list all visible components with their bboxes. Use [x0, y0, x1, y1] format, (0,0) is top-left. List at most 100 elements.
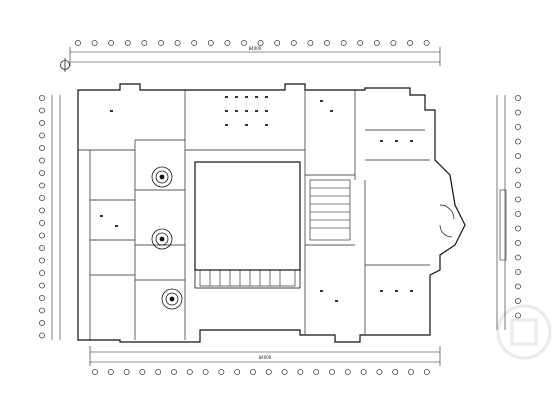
axis-bubble-right: [515, 254, 521, 261]
axis-bubble-right: [515, 109, 521, 116]
axis-bubble-left: [39, 132, 45, 139]
axis-bubble-right: [515, 138, 521, 145]
axis-bubble-right: [515, 283, 521, 290]
axis-bubble-top: [207, 40, 214, 46]
axis-bubble-right: [515, 182, 521, 188]
axis-bubble-left: [39, 207, 45, 214]
axis-bubble-left: [39, 232, 45, 239]
north-arrow-icon: [60, 58, 70, 72]
axis-bubble-top: [224, 40, 231, 46]
axis-bubble-top: [373, 40, 380, 46]
axis-bubble-bottom: [423, 369, 430, 375]
axis-bubble-top: [91, 40, 98, 46]
axis-bubble-bottom: [155, 369, 162, 375]
axis-bubble-top: [174, 40, 181, 46]
axis-bubble-top: [324, 40, 330, 46]
watermark-logo: [496, 304, 552, 360]
axis-bubble-bottom: [123, 369, 130, 375]
axis-bubble-bottom: [218, 369, 225, 375]
axis-bubble-bottom: [171, 369, 177, 375]
axis-bubble-left: [39, 270, 45, 276]
axis-bubble-bottom: [344, 369, 351, 375]
bottom-dimension-rail: [89, 346, 441, 366]
axis-bubble-left: [39, 170, 45, 176]
axis-bubble-right: [515, 124, 521, 130]
building-outline: [77, 83, 466, 343]
axis-bubble-bottom: [139, 369, 146, 375]
axis-bubble-right: [515, 196, 521, 203]
axis-bubble-top: [158, 40, 164, 46]
top-dimension-rail: [69, 47, 441, 66]
axis-bubble-right: [515, 153, 521, 159]
room-partitions: [78, 90, 430, 340]
axis-bubble-top: [257, 40, 264, 46]
central-courtyard: [194, 161, 301, 271]
axis-bubble-bottom: [265, 369, 272, 375]
bottom-overall-dimension: 84000: [259, 355, 272, 360]
equipment-cluster: [100, 96, 413, 302]
axis-bubble-left: [39, 95, 45, 101]
stair-icon: [309, 179, 351, 241]
axis-bubble-bottom: [186, 369, 193, 375]
left-dimension-rail: [51, 95, 61, 340]
axis-bubble-right: [515, 211, 521, 217]
round-fan-icon: [161, 288, 183, 310]
top-overall-dimension: 84000: [249, 46, 262, 51]
axis-bubble-top: [407, 40, 413, 46]
door-swing-icon: [439, 204, 455, 238]
axis-bubble-left: [39, 332, 45, 339]
axis-bubble-top: [357, 40, 364, 46]
axis-bubble-bottom: [408, 369, 414, 375]
right-dimension-rail: [496, 95, 507, 330]
axis-bubble-bottom: [360, 369, 367, 375]
axis-bubble-left: [39, 257, 45, 264]
axis-bubble-left: [39, 245, 45, 251]
axis-bubble-left: [39, 157, 45, 164]
axis-bubble-bottom: [250, 369, 256, 375]
axis-bubble-left: [39, 282, 45, 289]
axis-bubble-right: [515, 95, 521, 101]
axis-bubble-bottom: [202, 369, 209, 375]
axis-bubble-top: [124, 40, 131, 46]
stair-icon: [199, 269, 296, 287]
axis-bubble-bottom: [392, 369, 399, 375]
axis-bubble-right: [515, 312, 521, 319]
axis-bubble-top: [423, 40, 430, 46]
round-fan-icon: [151, 166, 173, 188]
axis-bubble-left: [39, 307, 45, 314]
axis-bubble-bottom: [376, 369, 383, 375]
axis-bubble-right: [515, 269, 521, 275]
axis-bubble-left: [39, 320, 45, 326]
axis-bubble-top: [290, 40, 297, 46]
axis-bubble-bottom: [329, 369, 335, 375]
axis-bubble-top: [75, 40, 81, 46]
axis-bubble-left: [39, 182, 45, 189]
axis-bubble-bottom: [92, 369, 98, 375]
courtyard-stair-block: [194, 269, 301, 289]
axis-bubble-right: [515, 240, 521, 246]
axis-bubble-bottom: [281, 369, 288, 375]
axis-bubble-top: [241, 40, 247, 46]
axis-bubble-right: [515, 167, 521, 174]
axis-bubble-left: [39, 195, 45, 201]
axis-bubble-left: [39, 107, 45, 114]
axis-bubble-bottom: [297, 369, 304, 375]
axis-bubble-top: [274, 40, 281, 46]
axis-bubble-left: [39, 145, 45, 151]
axis-bubble-top: [108, 40, 115, 46]
axis-bubble-top: [307, 40, 314, 46]
axis-bubble-top: [390, 40, 397, 46]
axis-bubble-top: [141, 40, 148, 46]
axis-bubble-bottom: [313, 369, 320, 375]
axis-bubble-bottom: [234, 369, 241, 375]
axis-bubble-left: [39, 120, 45, 126]
axis-bubble-bottom: [107, 369, 114, 375]
axis-bubble-right: [515, 225, 521, 232]
axis-bubble-right: [515, 298, 521, 304]
axis-bubble-left: [39, 220, 45, 226]
axis-bubble-top: [191, 40, 198, 46]
axis-bubble-top: [340, 40, 347, 46]
round-fan-icon: [151, 228, 173, 250]
axis-bubble-left: [39, 295, 45, 301]
